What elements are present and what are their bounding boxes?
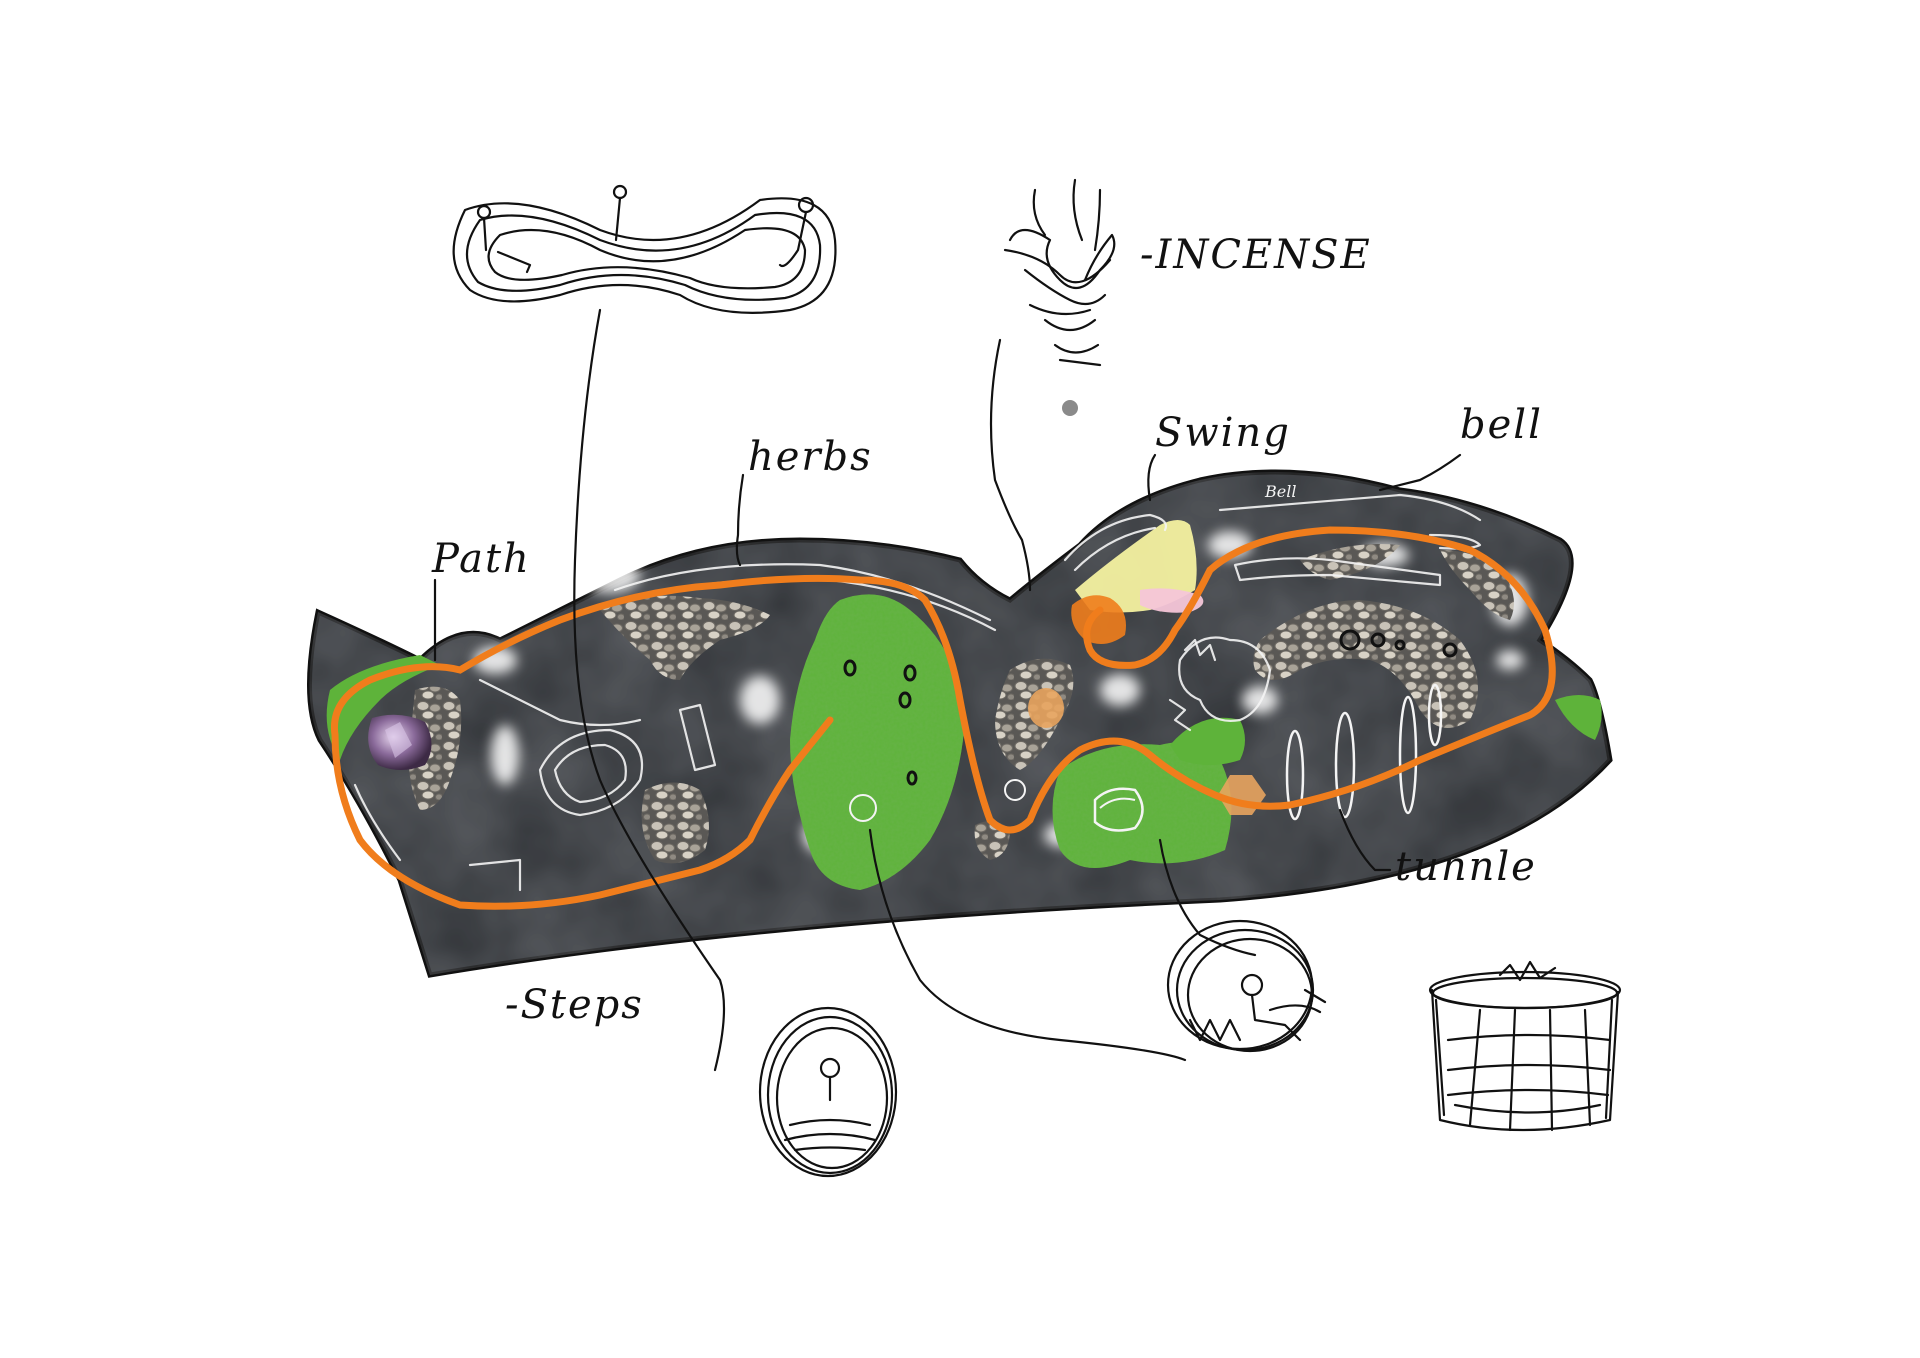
label-path: Path: [431, 536, 531, 582]
label-herbs: herbs: [748, 434, 873, 480]
label-steps: -Steps: [505, 982, 644, 1028]
walking-route: [330, 526, 1556, 910]
path-loop-sketch: [452, 184, 837, 314]
incense-sketch: [1003, 178, 1116, 416]
leader-lines: [433, 308, 1462, 1072]
label-layer: Path herbs -INCENSE Swing bell tunnle -S…: [431, 232, 1543, 1028]
oval-bench-sketch: [758, 1006, 898, 1178]
label-bell-sign: Bell: [1264, 482, 1296, 501]
chalk-marks: [478, 493, 1482, 832]
bell-drum-sketch: [1428, 960, 1622, 1132]
seat-sketch: [1166, 919, 1327, 1053]
label-incense: -INCENSE: [1140, 232, 1372, 278]
tunnel-hoops: [1285, 683, 1443, 821]
amethyst-stone: [368, 714, 432, 770]
label-bell: bell: [1460, 402, 1543, 448]
label-tunnel: tunnle: [1395, 844, 1537, 890]
label-swing: Swing: [1155, 410, 1291, 456]
